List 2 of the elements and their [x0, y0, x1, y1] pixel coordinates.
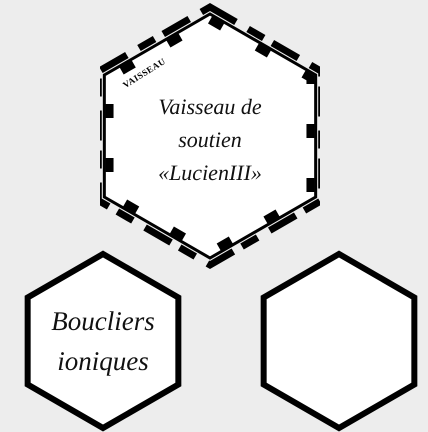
node-title: Boucliers ioniques	[50, 305, 156, 378]
node-title: Vaisseau de soutien «LucienIII»	[157, 93, 263, 187]
